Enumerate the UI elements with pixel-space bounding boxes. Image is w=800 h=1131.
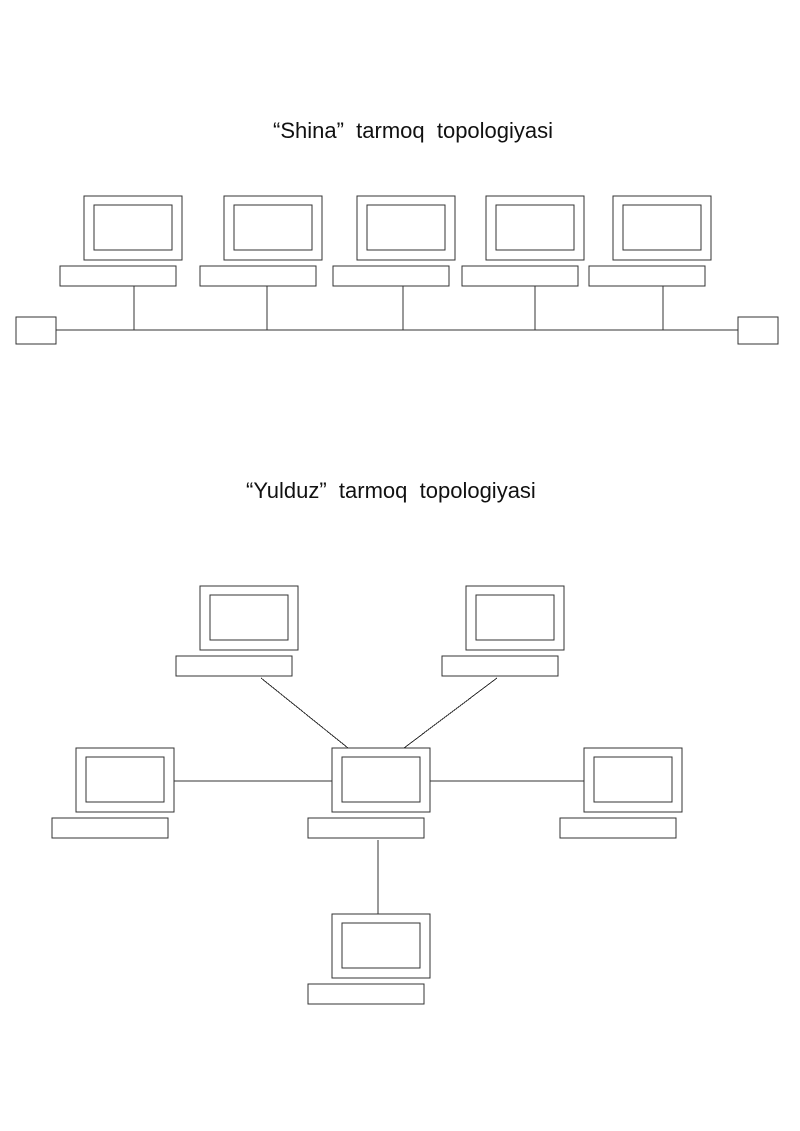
star-node-2-computer-icon: [441, 585, 565, 677]
bus-terminator-right: [737, 316, 779, 345]
monitor-frame: [465, 585, 565, 651]
monitor-screen: [366, 204, 446, 251]
monitor-screen: [209, 594, 289, 641]
monitor-screen: [593, 756, 673, 803]
monitor-screen: [475, 594, 555, 641]
monitor-screen: [85, 756, 165, 803]
keyboard-base: [441, 655, 559, 677]
monitor-frame: [75, 747, 175, 813]
monitor-screen: [622, 204, 702, 251]
monitor-frame: [583, 747, 683, 813]
keyboard-base: [307, 983, 425, 1005]
monitor-frame: [356, 195, 456, 261]
star-hub-computer-icon: [307, 747, 431, 839]
keyboard-base: [588, 265, 706, 287]
bus-node-1-computer-icon: [59, 195, 183, 287]
monitor-screen: [495, 204, 575, 251]
star-link-top-left: [260, 677, 349, 749]
monitor-frame: [485, 195, 585, 261]
star-node-3-computer-icon: [51, 747, 175, 839]
keyboard-base: [307, 817, 425, 839]
keyboard-base: [51, 817, 169, 839]
keyboard-base: [59, 265, 177, 287]
monitor-frame: [612, 195, 712, 261]
star-node-1-computer-icon: [175, 585, 299, 677]
bus-topology-diagram: [15, 195, 779, 345]
keyboard-base: [461, 265, 579, 287]
monitor-frame: [83, 195, 183, 261]
monitor-screen: [341, 756, 421, 803]
monitor-frame: [331, 747, 431, 813]
keyboard-base: [175, 655, 293, 677]
bus-node-2-computer-icon: [199, 195, 323, 287]
star-node-5-computer-icon: [307, 913, 431, 1005]
keyboard-base: [332, 265, 450, 287]
bus-node-4-computer-icon: [461, 195, 585, 287]
keyboard-base: [199, 265, 317, 287]
bus-node-3-computer-icon: [332, 195, 456, 287]
monitor-frame: [199, 585, 299, 651]
star-node-4-computer-icon: [559, 747, 683, 839]
monitor-frame: [223, 195, 323, 261]
keyboard-base: [559, 817, 677, 839]
star-topology-diagram: [51, 585, 683, 1005]
monitor-screen: [233, 204, 313, 251]
bus-topology-title: “Shina” tarmoq topologiyasi: [273, 118, 554, 143]
bus-node-5-computer-icon: [588, 195, 712, 287]
star-link-top-right: [403, 677, 498, 749]
monitor-frame: [331, 913, 431, 979]
monitor-screen: [341, 922, 421, 969]
bus-terminator-left: [15, 316, 57, 345]
monitor-screen: [93, 204, 173, 251]
star-topology-title: “Yulduz” tarmoq topologiyasi: [246, 478, 536, 503]
